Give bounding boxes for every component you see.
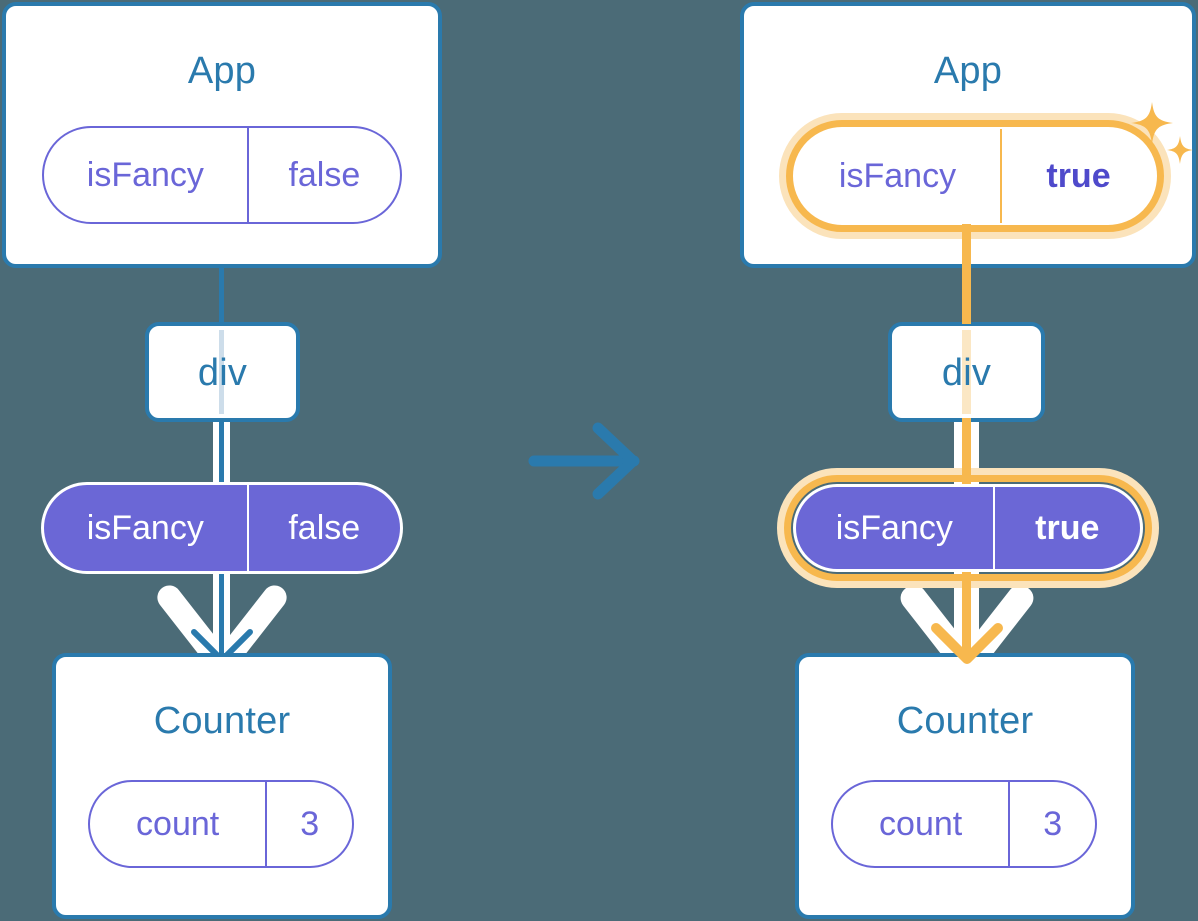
counter-state-value-before: 3 — [265, 782, 352, 866]
app-state-highlight-inner-after — [786, 120, 1164, 232]
connector-through-div-after — [962, 330, 971, 414]
counter-state-value-after: 3 — [1008, 782, 1095, 866]
app-state-key-after: isFancy — [838, 156, 957, 195]
prop-key-before: isFancy — [86, 508, 204, 547]
connector-div-to-prop-before — [219, 418, 224, 490]
transition-arrow-right-icon — [528, 422, 640, 500]
app-state-pill-before: isFancy false — [42, 126, 402, 224]
prop-pill-before: isFancy false — [41, 482, 403, 574]
prop-value-after: true — [992, 487, 1140, 569]
counter-state-key-before: count — [136, 804, 220, 843]
app-state-pill-after: isFancy true — [795, 129, 1155, 223]
div-label-before: div — [197, 352, 248, 394]
app-state-key-before: isFancy — [86, 155, 204, 194]
connector-through-div-before — [219, 330, 224, 414]
connector-app-to-div-before — [219, 264, 224, 324]
app-state-value-before: false — [246, 128, 400, 222]
connector-div-to-prop-after — [962, 418, 971, 490]
connector-prop-to-counter-before — [219, 568, 224, 656]
app-state-highlight-outer-after — [779, 113, 1171, 239]
arrowhead-counter-after — [931, 623, 1003, 664]
connector-app-to-div-after — [962, 224, 971, 324]
app-title-before: App — [187, 50, 257, 92]
app-state-value-after: true — [1000, 129, 1155, 223]
sparkles-icon-app-after — [1131, 102, 1193, 164]
counter-state-key-after: count — [879, 804, 963, 843]
counter-state-pill-after: count 3 — [831, 780, 1097, 868]
app-title-after: App — [933, 50, 1003, 92]
prop-value-before: false — [246, 485, 400, 571]
counter-state-pill-before: count 3 — [88, 780, 354, 868]
counter-title-after: Counter — [896, 700, 1034, 742]
prop-pill-after: isFancy true — [793, 484, 1143, 572]
connector-prop-to-counter-after — [962, 566, 971, 656]
div-label-after: div — [941, 352, 992, 394]
prop-key-after: isFancy — [835, 508, 953, 547]
counter-title-before: Counter — [153, 700, 291, 742]
